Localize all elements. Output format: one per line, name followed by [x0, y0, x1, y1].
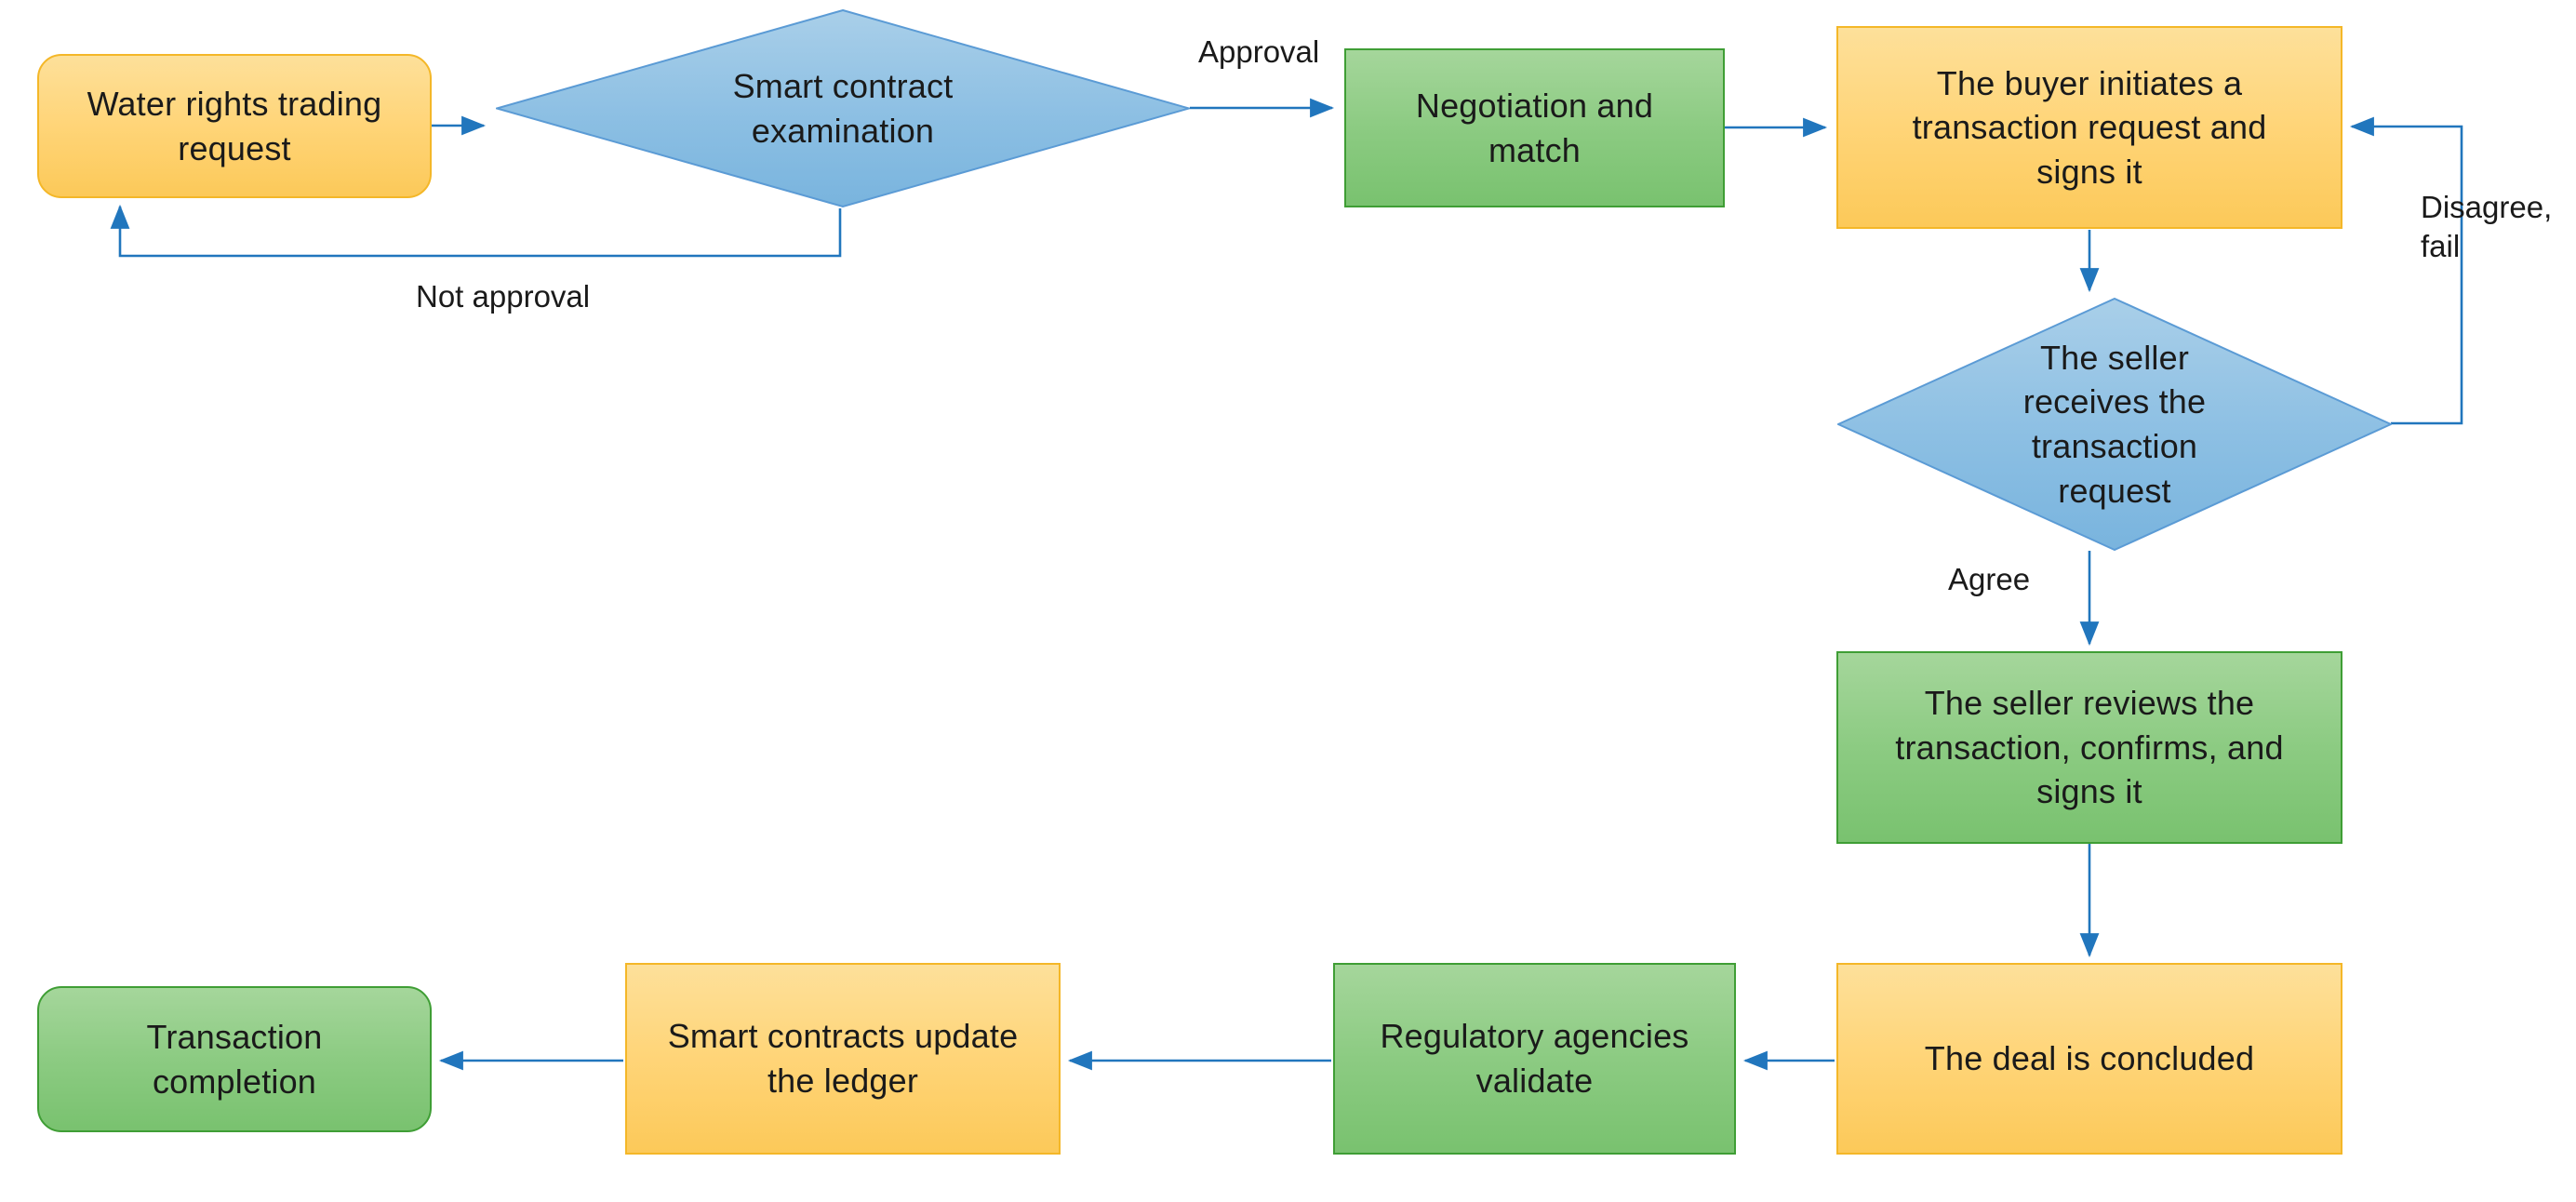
node-label: Smart contracts update the ledger: [667, 1017, 1019, 1100]
node-label: The deal is concluded: [1924, 1039, 2255, 1078]
node-deal-concluded[interactable]: The deal is concluded: [1836, 963, 2342, 1155]
edge-label-approval: Approval: [1198, 34, 1320, 69]
node-label: Water rights trading request: [87, 84, 382, 167]
edge-examination-not-approval: [110, 204, 842, 258]
node-label: Regulatory agencies validate: [1380, 1017, 1689, 1100]
node-transaction-completion[interactable]: Transaction completion: [37, 986, 432, 1132]
node-label: The seller receives the transaction requ…: [2022, 338, 2207, 510]
node-smart-contract-examination[interactable]: Smart contract examination: [496, 9, 1190, 207]
node-label: Negotiation and match: [1415, 86, 1654, 169]
edge-label-agree: Agree: [1948, 562, 2031, 596]
node-water-rights-request[interactable]: Water rights trading request: [37, 54, 432, 198]
node-label: The seller reviews the transaction, conf…: [1895, 684, 2284, 811]
diamond-shape: [1837, 298, 2392, 551]
node-label: Transaction completion: [146, 1017, 323, 1101]
edge-label-not-approval: Not approval: [416, 279, 591, 314]
node-label: The buyer initiates a transaction reques…: [1912, 63, 2267, 191]
node-seller-receives-request[interactable]: The seller receives the transaction requ…: [1837, 298, 2392, 551]
node-label: Smart contract examination: [732, 66, 954, 150]
edge-label-disagree-fail: Disagree, fail: [2421, 190, 2553, 263]
node-seller-reviews-confirms[interactable]: The seller reviews the transaction, conf…: [1836, 651, 2342, 844]
diamond-shape: [496, 9, 1190, 207]
node-regulatory-validate[interactable]: Regulatory agencies validate: [1333, 963, 1736, 1155]
node-smart-contracts-ledger[interactable]: Smart contracts update the ledger: [625, 963, 1061, 1155]
node-buyer-initiates-request[interactable]: The buyer initiates a transaction reques…: [1836, 26, 2342, 229]
edge-seller-disagree-fail: [2349, 116, 2463, 425]
node-negotiation-and-match[interactable]: Negotiation and match: [1344, 48, 1725, 207]
